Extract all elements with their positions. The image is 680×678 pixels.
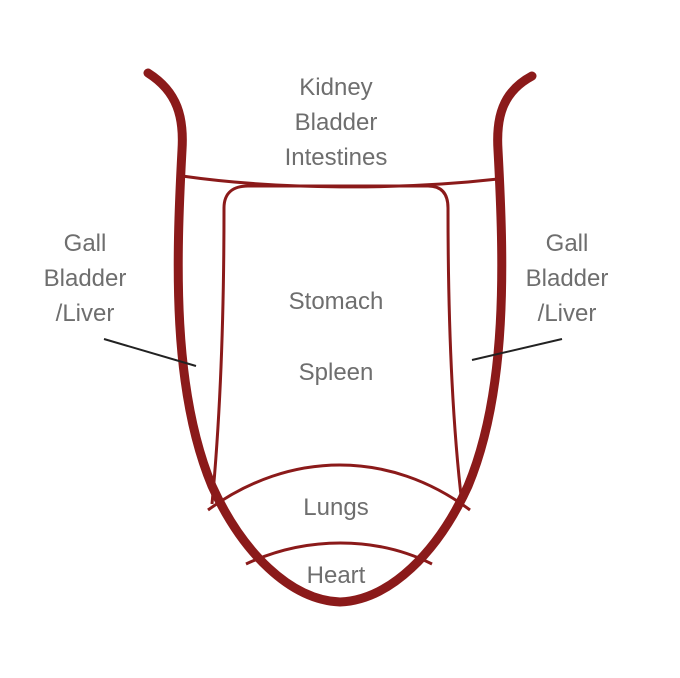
- right-side-line-3: /Liver: [537, 300, 597, 327]
- top-region-label: Kidney Bladder Intestines: [236, 70, 436, 175]
- right-side-label: Gall Bladder /Liver: [512, 226, 622, 331]
- lungs-label: Lungs: [303, 494, 369, 521]
- left-side-line-3: /Liver: [55, 300, 115, 327]
- top-region-line-2: Bladder: [294, 109, 378, 136]
- left-side-label: Gall Bladder /Liver: [30, 226, 140, 331]
- center-region-label: Stomach Spleen: [236, 284, 436, 390]
- heart-label: Heart: [306, 562, 366, 589]
- left-side-line-2: Bladder: [43, 265, 127, 292]
- spleen-label: Spleen: [298, 359, 374, 386]
- left-side-line-1: Gall: [63, 230, 107, 257]
- center-region-boundary: [210, 184, 464, 505]
- right-side-line-1: Gall: [545, 230, 589, 257]
- stomach-label: Stomach: [288, 288, 384, 315]
- heart-region-boundary: [245, 541, 433, 566]
- top-region-line-1: Kidney: [299, 74, 373, 101]
- right-label-pointer: [471, 338, 563, 361]
- lungs-region-boundary: [207, 463, 471, 512]
- left-label-pointer: [103, 338, 197, 367]
- tongue-outline: [143, 68, 537, 607]
- right-side-line-2: Bladder: [525, 265, 609, 292]
- top-region-line-3: Intestines: [284, 144, 388, 171]
